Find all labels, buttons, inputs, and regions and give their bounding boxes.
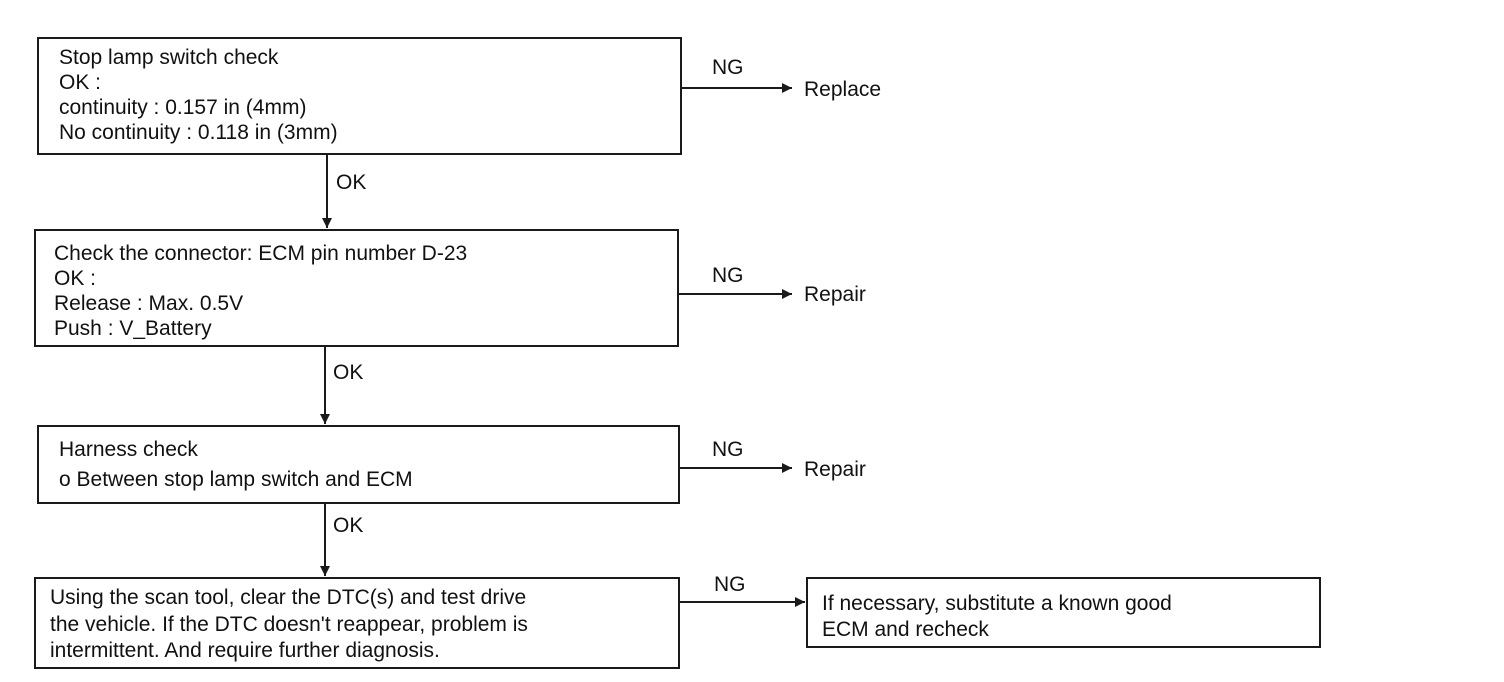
step-box-harness-check: Harness check o Between stop lamp switch… [37,425,680,504]
ng-label-1: NG [712,56,744,79]
step-box-stop-lamp-switch-check: Stop lamp switch check OK : continuity :… [37,37,682,155]
ok-label-2: OK [333,361,364,384]
ok-label-3: OK [333,514,364,537]
step-text-line: Push : V_Battery [54,317,212,340]
step-text-line: Check the connector: ECM pin number D-23 [54,242,468,265]
ng-label-4: NG [714,573,746,596]
step-text-line: Using the scan tool, clear the DTC(s) an… [50,586,527,609]
step-box-scan-tool-test: Using the scan tool, clear the DTC(s) an… [34,577,680,669]
step-text-line: Release : Max. 0.5V [54,292,244,315]
step-text-line: o Between stop lamp switch and ECM [59,468,413,491]
step-text-line: No continuity : 0.118 in (3mm) [59,121,338,144]
ok-label-1: OK [336,171,367,194]
step-text-line: intermittent. And require further diagno… [50,639,440,662]
ng-action-repair: Repair [804,283,866,306]
ng-action-replace: Replace [804,78,882,101]
step-text-line: Stop lamp switch check [59,46,279,69]
step-text-line: OK : [54,267,97,290]
final-action-box: If necessary, substitute a known good EC… [806,577,1321,648]
ng-label-2: NG [712,264,744,287]
step-text-line: OK : [59,71,102,94]
final-action-line: ECM and recheck [822,618,989,641]
step-box-connector-check: Check the connector: ECM pin number D-23… [34,229,679,347]
final-action-line: If necessary, substitute a known good [822,592,1172,615]
step-text-line: the vehicle. If the DTC doesn't reappear… [50,612,528,636]
ng-label-3: NG [712,438,744,461]
ng-action-repair: Repair [804,458,866,481]
step-text-line: Harness check [59,438,198,461]
step-text-line: continuity : 0.157 in (4mm) [59,96,307,119]
